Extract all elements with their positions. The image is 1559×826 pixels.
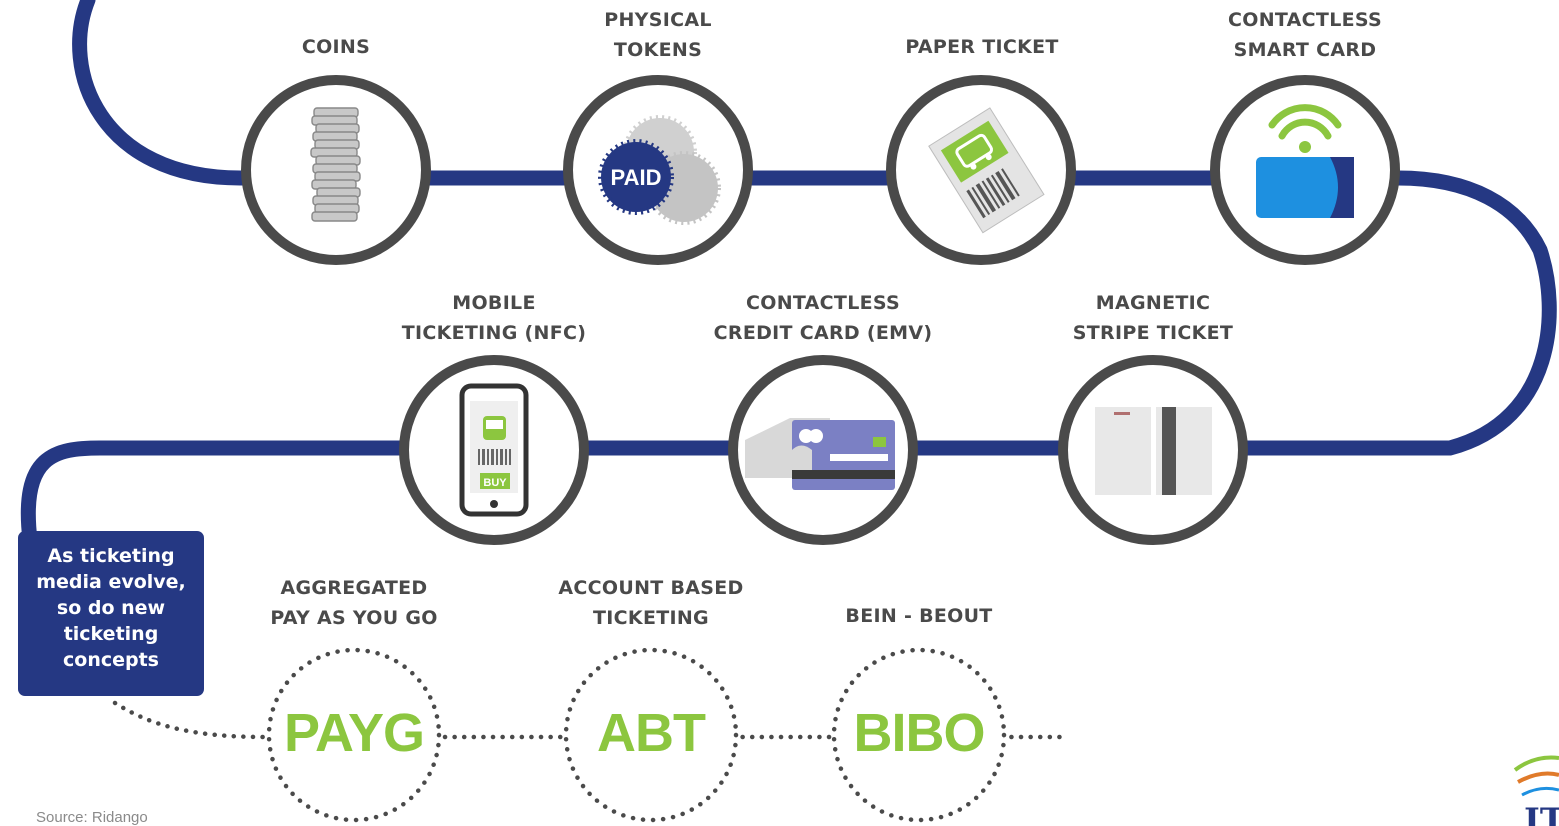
label-line: STRIPE TICKET <box>1072 322 1234 344</box>
future-track <box>112 700 1068 740</box>
timeline-track <box>20 0 1557 548</box>
source-note: Source: Ridango <box>36 809 148 826</box>
label-line: MOBILE <box>452 292 536 314</box>
label-contactless-credit-card: CONTACTLESS CREDIT CARD (EMV) <box>698 288 948 348</box>
label-line: CONTACTLESS <box>1228 9 1382 31</box>
label-payg: AGGREGATED PAY AS YOU GO <box>244 573 464 633</box>
stage-contactless-credit-card <box>728 355 918 545</box>
label-line: ACCOUNT BASED <box>558 577 744 599</box>
label-bibo: BEIN - BEOUT <box>809 601 1029 631</box>
organization-logo: IT <box>1513 755 1559 826</box>
label-line: MAGNETIC <box>1095 292 1211 314</box>
label-line: PAPER TICKET <box>905 36 1059 58</box>
label-magnetic-stripe-ticket: MAGNETIC STRIPE TICKET <box>1038 288 1268 348</box>
stage-physical-tokens: PAID <box>563 75 753 265</box>
buy-label: BUY <box>483 477 507 489</box>
callout-line: As ticketing <box>47 545 175 567</box>
coins-icon <box>310 107 361 222</box>
label-line: CONTACTLESS <box>746 292 900 314</box>
label-line: PHYSICAL <box>604 9 712 31</box>
stage-coins <box>241 75 431 265</box>
acronym-bibo: BIBO <box>853 703 986 763</box>
callout-line: concepts <box>63 649 159 671</box>
label-coins: COINS <box>236 32 436 62</box>
label-line: AGGREGATED <box>280 577 428 599</box>
label-mobile-ticketing: MOBILE TICKETING (NFC) <box>384 288 604 348</box>
label-physical-tokens: PHYSICAL TOKENS <box>558 5 758 65</box>
callout-line: ticketing <box>63 623 159 645</box>
credit-card-icon <box>745 418 895 490</box>
magnetic-ticket-icon <box>1095 407 1212 495</box>
label-line: BEIN - BEOUT <box>845 605 993 627</box>
acronym-abt: ABT <box>597 703 706 763</box>
label-line: TICKETING (NFC) <box>401 322 587 344</box>
stage-contactless-smart-card <box>1210 75 1400 265</box>
smart-card-icon <box>1256 104 1354 218</box>
callout-line: so do new <box>56 597 166 619</box>
acronym-payg: PAYG <box>283 703 425 763</box>
label-line: PAY AS YOU GO <box>270 607 438 629</box>
label-paper-ticket: PAPER TICKET <box>872 32 1092 62</box>
label-contactless-smart-card: CONTACTLESS SMART CARD <box>1195 5 1415 65</box>
token-icon: PAID <box>598 115 721 225</box>
stage-paper-ticket <box>886 75 1076 265</box>
label-abt: ACCOUNT BASED TICKETING <box>536 573 766 633</box>
label-line: TOKENS <box>613 39 703 61</box>
label-line: SMART CARD <box>1233 39 1377 61</box>
paid-badge-label: PAID <box>611 165 662 190</box>
concept-payg <box>266 647 442 823</box>
paper-ticket-icon <box>928 107 1045 234</box>
callout-line: media evolve, <box>36 571 186 593</box>
label-line: COINS <box>301 36 371 58</box>
callout-box: As ticketing media evolve, so do new tic… <box>18 531 204 696</box>
stage-mobile-ticketing: BUY <box>399 355 589 545</box>
logo-text: IT <box>1524 801 1559 826</box>
mobile-phone-icon: BUY <box>459 383 529 517</box>
concept-bibo <box>831 647 1007 823</box>
label-line: TICKETING <box>593 607 709 629</box>
label-line: CREDIT CARD (EMV) <box>713 322 933 344</box>
stage-magnetic-stripe-ticket <box>1058 355 1248 545</box>
concept-abt <box>563 647 739 823</box>
